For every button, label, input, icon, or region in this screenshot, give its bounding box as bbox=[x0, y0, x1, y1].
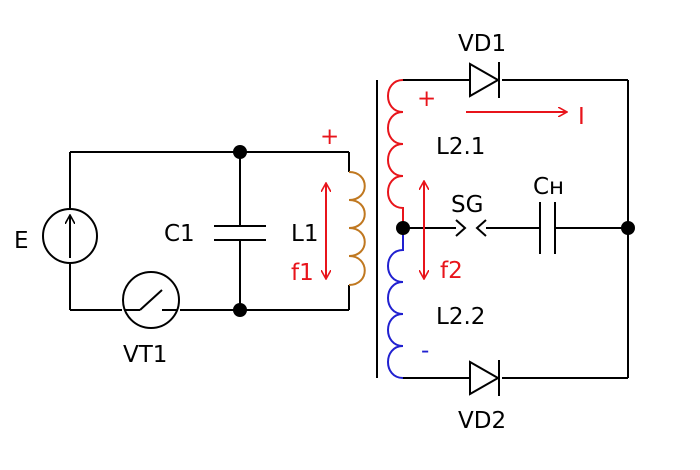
label-winding-l2-1: L2.1 bbox=[436, 134, 485, 160]
capacitor-load-icon bbox=[539, 202, 556, 254]
diode-vd2-icon bbox=[469, 360, 501, 396]
label-source: E bbox=[14, 228, 29, 254]
label-inductor-l1: L1 bbox=[291, 221, 318, 247]
spark-gap-icon bbox=[455, 219, 487, 237]
label-switch: VT1 bbox=[123, 342, 167, 368]
secondary-wires bbox=[403, 79, 629, 379]
winding-l2-2-icon bbox=[387, 228, 404, 379]
label-diode-vd1: VD1 bbox=[458, 31, 506, 57]
label-f1: f1 bbox=[291, 260, 314, 286]
label-secondary-plus: + bbox=[417, 86, 436, 112]
label-diode-vd2: VD2 bbox=[458, 408, 506, 434]
capacitor-c1-icon bbox=[214, 225, 266, 241]
label-current: I bbox=[578, 104, 585, 130]
voltage-source-icon bbox=[42, 208, 98, 264]
label-capacitor-c1: C1 bbox=[164, 221, 195, 247]
label-secondary-minus: - bbox=[421, 338, 429, 364]
label-capacitor-load: Cн bbox=[533, 174, 564, 200]
secondary-junctions bbox=[396, 221, 635, 235]
primary-wires bbox=[69, 151, 350, 311]
label-f2: f2 bbox=[440, 258, 463, 284]
inductor-l1-icon bbox=[348, 171, 366, 286]
winding-l2-1-icon bbox=[387, 79, 404, 228]
primary-junctions bbox=[233, 145, 247, 317]
diode-vd1-icon bbox=[469, 62, 501, 98]
switch-icon bbox=[122, 271, 180, 329]
label-primary-plus: + bbox=[320, 124, 339, 150]
label-winding-l2-2: L2.2 bbox=[436, 304, 485, 330]
label-spark-gap: SG bbox=[451, 192, 483, 218]
